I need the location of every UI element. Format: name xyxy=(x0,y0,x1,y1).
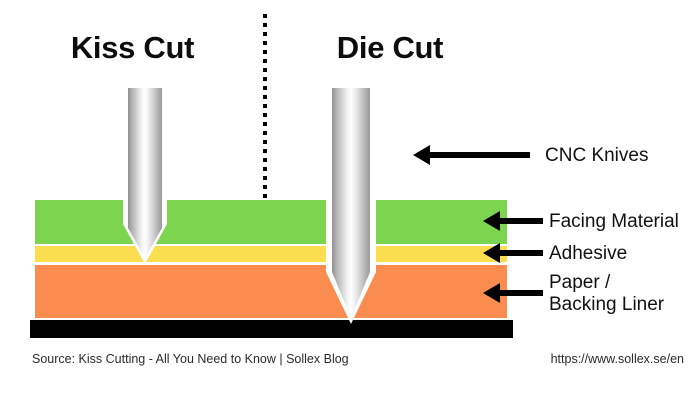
callout-arrow-facing-material xyxy=(483,211,543,231)
callout-label-paper-line-1: Paper / xyxy=(549,272,611,293)
layer-black-base xyxy=(30,320,513,338)
callout-arrow-adhesive xyxy=(483,243,543,263)
layer-facing-material xyxy=(35,200,507,244)
arrow-head xyxy=(483,283,500,303)
kiss-cut-knife-tip xyxy=(128,228,162,258)
panel-title-die-cut: Die Cut xyxy=(336,30,444,65)
kiss-cut-knife-shaft xyxy=(128,88,162,228)
callout-label-cnc-knives: CNC Knives xyxy=(545,145,649,166)
arrow-shaft xyxy=(430,152,530,158)
site-url: https://www.sollex.se/en xyxy=(550,352,684,366)
panel-divider-dotted-line xyxy=(263,14,267,322)
arrow-shaft xyxy=(500,250,543,256)
die-cut-knife xyxy=(326,88,376,324)
callout-arrow-cnc-knives xyxy=(413,145,530,165)
kiss-cut-knife xyxy=(123,88,167,264)
arrow-shaft xyxy=(500,290,543,296)
source-caption: Source: Kiss Cutting - All You Need to K… xyxy=(32,352,349,366)
arrow-head xyxy=(483,243,500,263)
callout-label-paper-line-2: Backing Liner xyxy=(549,294,665,315)
layer-paper-backing-liner xyxy=(35,265,507,318)
panel-title-kiss-cut: Kiss Cut xyxy=(70,30,195,65)
arrow-head xyxy=(413,145,430,165)
callout-arrow-paper-backing-liner xyxy=(483,283,543,303)
die-cut-knife-shaft xyxy=(332,88,370,272)
arrow-shaft xyxy=(500,218,543,224)
layer-adhesive xyxy=(35,246,507,262)
callout-label-facing-material: Facing Material xyxy=(549,211,679,232)
arrow-head xyxy=(483,211,500,231)
callout-label-adhesive: Adhesive xyxy=(549,243,628,264)
